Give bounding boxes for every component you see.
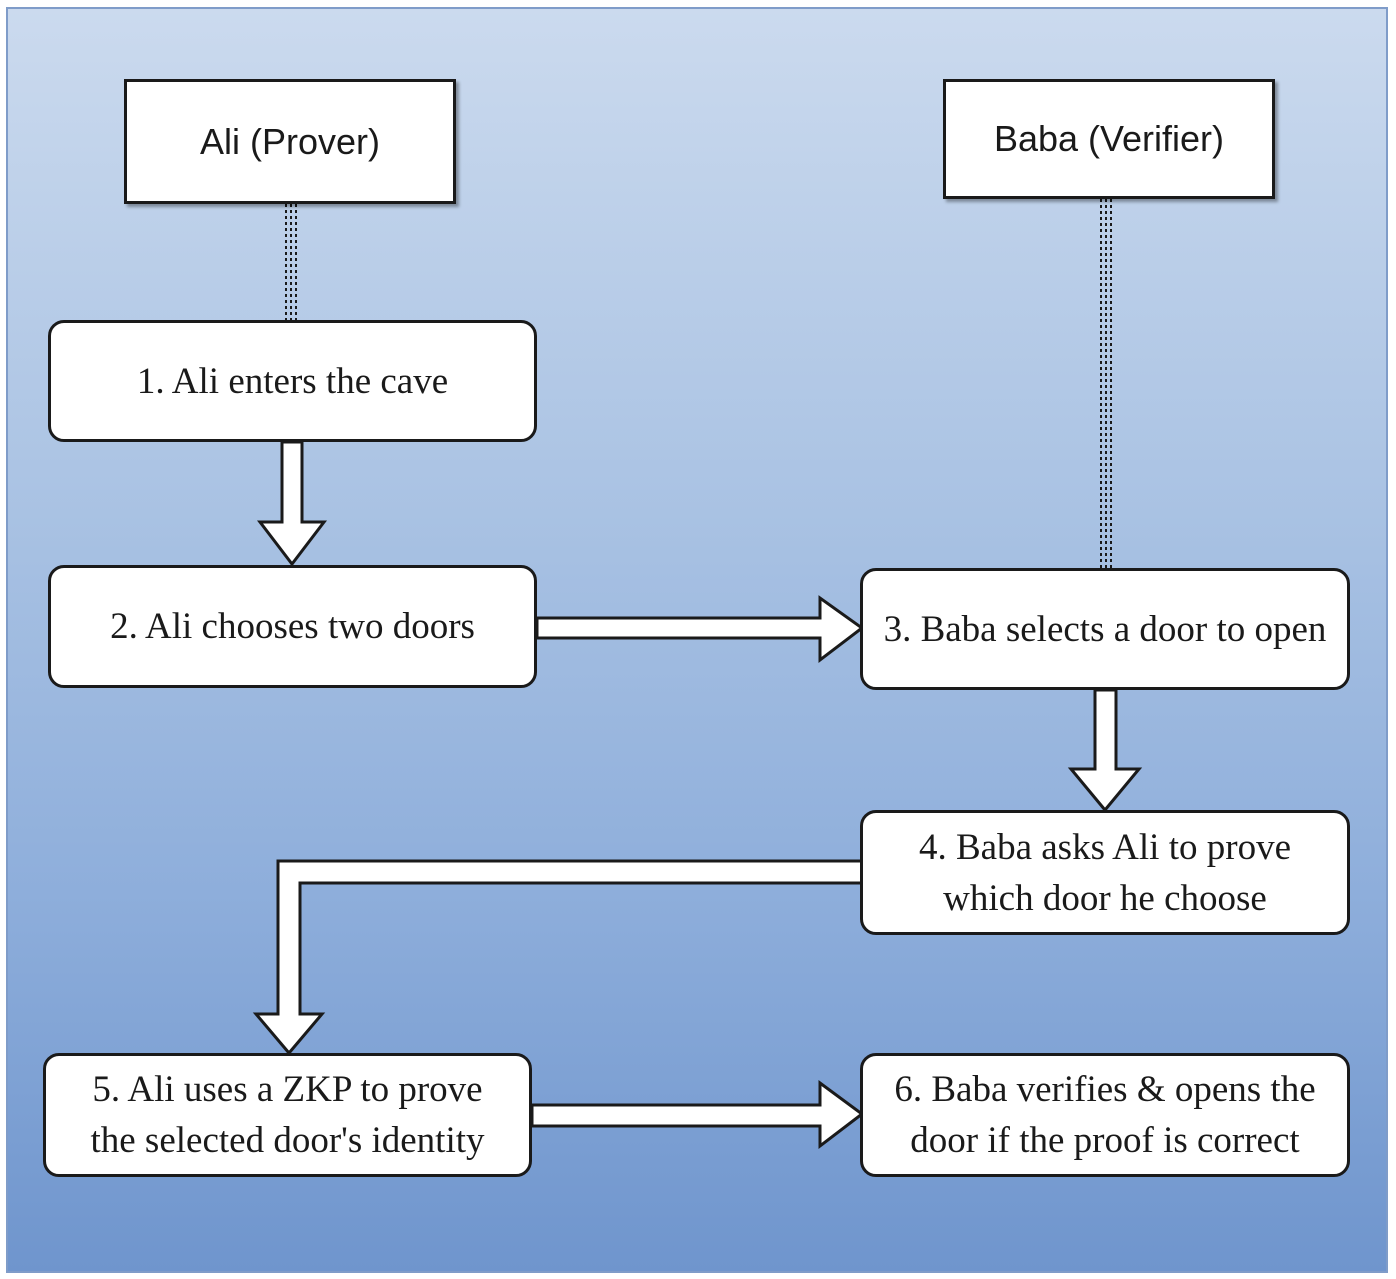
step-6-box: 6. Baba verifies & opens the door if the…	[860, 1053, 1350, 1177]
step-6-label: 6. Baba verifies & opens the door if the…	[894, 1069, 1316, 1161]
step-2-box: 2. Ali chooses two doors	[48, 565, 537, 688]
step-5-label: 5. Ali uses a ZKP to prove the selected …	[90, 1069, 485, 1161]
arrow-step4-to-step5	[252, 859, 864, 1056]
step-2-label: 2. Ali chooses two doors	[110, 606, 475, 647]
step-4-box: 4. Baba asks Ali to prove which door he …	[860, 810, 1350, 935]
step-5-box: 5. Ali uses a ZKP to prove the selected …	[43, 1053, 532, 1177]
arrow-step2-to-step3	[535, 595, 865, 664]
step-3-box: 3. Baba selects a door to open	[860, 568, 1350, 690]
step-4-label: 4. Baba asks Ali to prove which door he …	[918, 826, 1291, 919]
prover-lifeline	[285, 204, 297, 320]
verifier-lifeline	[1100, 199, 1112, 568]
step-1-label: 1. Ali enters the cave	[136, 360, 449, 402]
actor-prover-box: Ali (Prover)	[124, 79, 456, 204]
actor-verifier-label: Baba (Verifier)	[993, 118, 1225, 159]
arrow-step5-to-step6	[530, 1080, 865, 1150]
step-3-label: 3. Baba selects a door to open	[883, 608, 1327, 650]
arrow-step1-to-step2	[256, 440, 328, 567]
actor-prover-label: Ali (Prover)	[199, 120, 381, 162]
actor-verifier-box: Baba (Verifier)	[943, 79, 1275, 199]
arrow-step3-to-step4	[1067, 688, 1143, 813]
step-1-box: 1. Ali enters the cave	[48, 320, 537, 442]
